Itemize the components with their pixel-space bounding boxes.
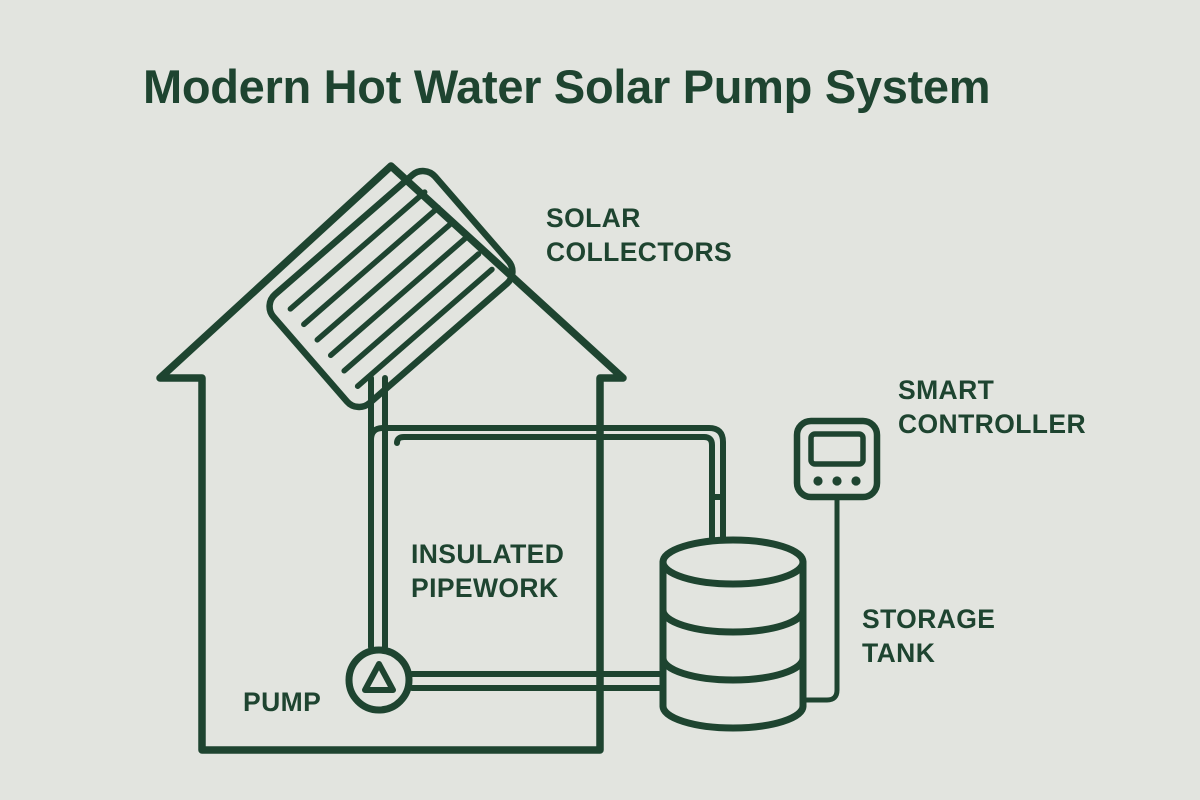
- controller-button-1[interactable]: [813, 476, 823, 486]
- page-title: Modern Hot Water Solar Pump System: [143, 60, 990, 113]
- insulated-pipework: [368, 375, 726, 691]
- controller-button-2[interactable]: [832, 476, 842, 486]
- controller-cable: [800, 494, 840, 703]
- label-insulated-pipework: INSULATED PIPEWORK: [411, 539, 564, 603]
- label-solar-collectors-line1: SOLAR: [546, 203, 641, 233]
- tank-top-ellipse: [659, 536, 807, 588]
- tank-bottom: [659, 702, 807, 732]
- label-storage-tank-line1: STORAGE: [862, 604, 995, 634]
- label-solar-collectors-line2: COLLECTORS: [546, 237, 732, 267]
- label-storage-tank: STORAGE TANK: [862, 604, 995, 668]
- pump-fill: [349, 650, 409, 710]
- label-pump: PUMP: [243, 687, 321, 717]
- solar-collector-panel: [266, 167, 516, 411]
- tank-band-1: [659, 606, 807, 636]
- label-pump-text: PUMP: [243, 687, 321, 717]
- label-storage-tank-line2: TANK: [862, 638, 935, 668]
- controller-screen: [808, 431, 866, 467]
- smart-controller[interactable]: [793, 417, 881, 501]
- pipe-top-inner: [394, 434, 715, 573]
- label-insulated-pipework-line2: PIPEWORK: [411, 573, 559, 603]
- pump[interactable]: [345, 646, 413, 714]
- label-smart-controller-line2: CONTROLLER: [898, 409, 1086, 439]
- pipe-top-outer: [368, 425, 726, 573]
- controller-button-3[interactable]: [851, 476, 861, 486]
- pump-triangle-icon: [362, 661, 396, 693]
- pump-circle: [345, 646, 413, 714]
- label-smart-controller-line1: SMART: [898, 375, 994, 405]
- controller-body: [793, 417, 881, 501]
- storage-tank: [659, 536, 807, 732]
- solar-panel-stripes: [287, 189, 495, 390]
- solar-panel-body: [266, 167, 516, 411]
- tank-top-fill: [663, 540, 803, 584]
- label-smart-controller: SMART CONTROLLER: [898, 375, 1086, 439]
- tank-band-2: [659, 654, 807, 684]
- tank-body-fill: [663, 562, 803, 728]
- label-solar-collectors: SOLAR COLLECTORS: [546, 203, 732, 267]
- label-insulated-pipework-line1: INSULATED: [411, 539, 564, 569]
